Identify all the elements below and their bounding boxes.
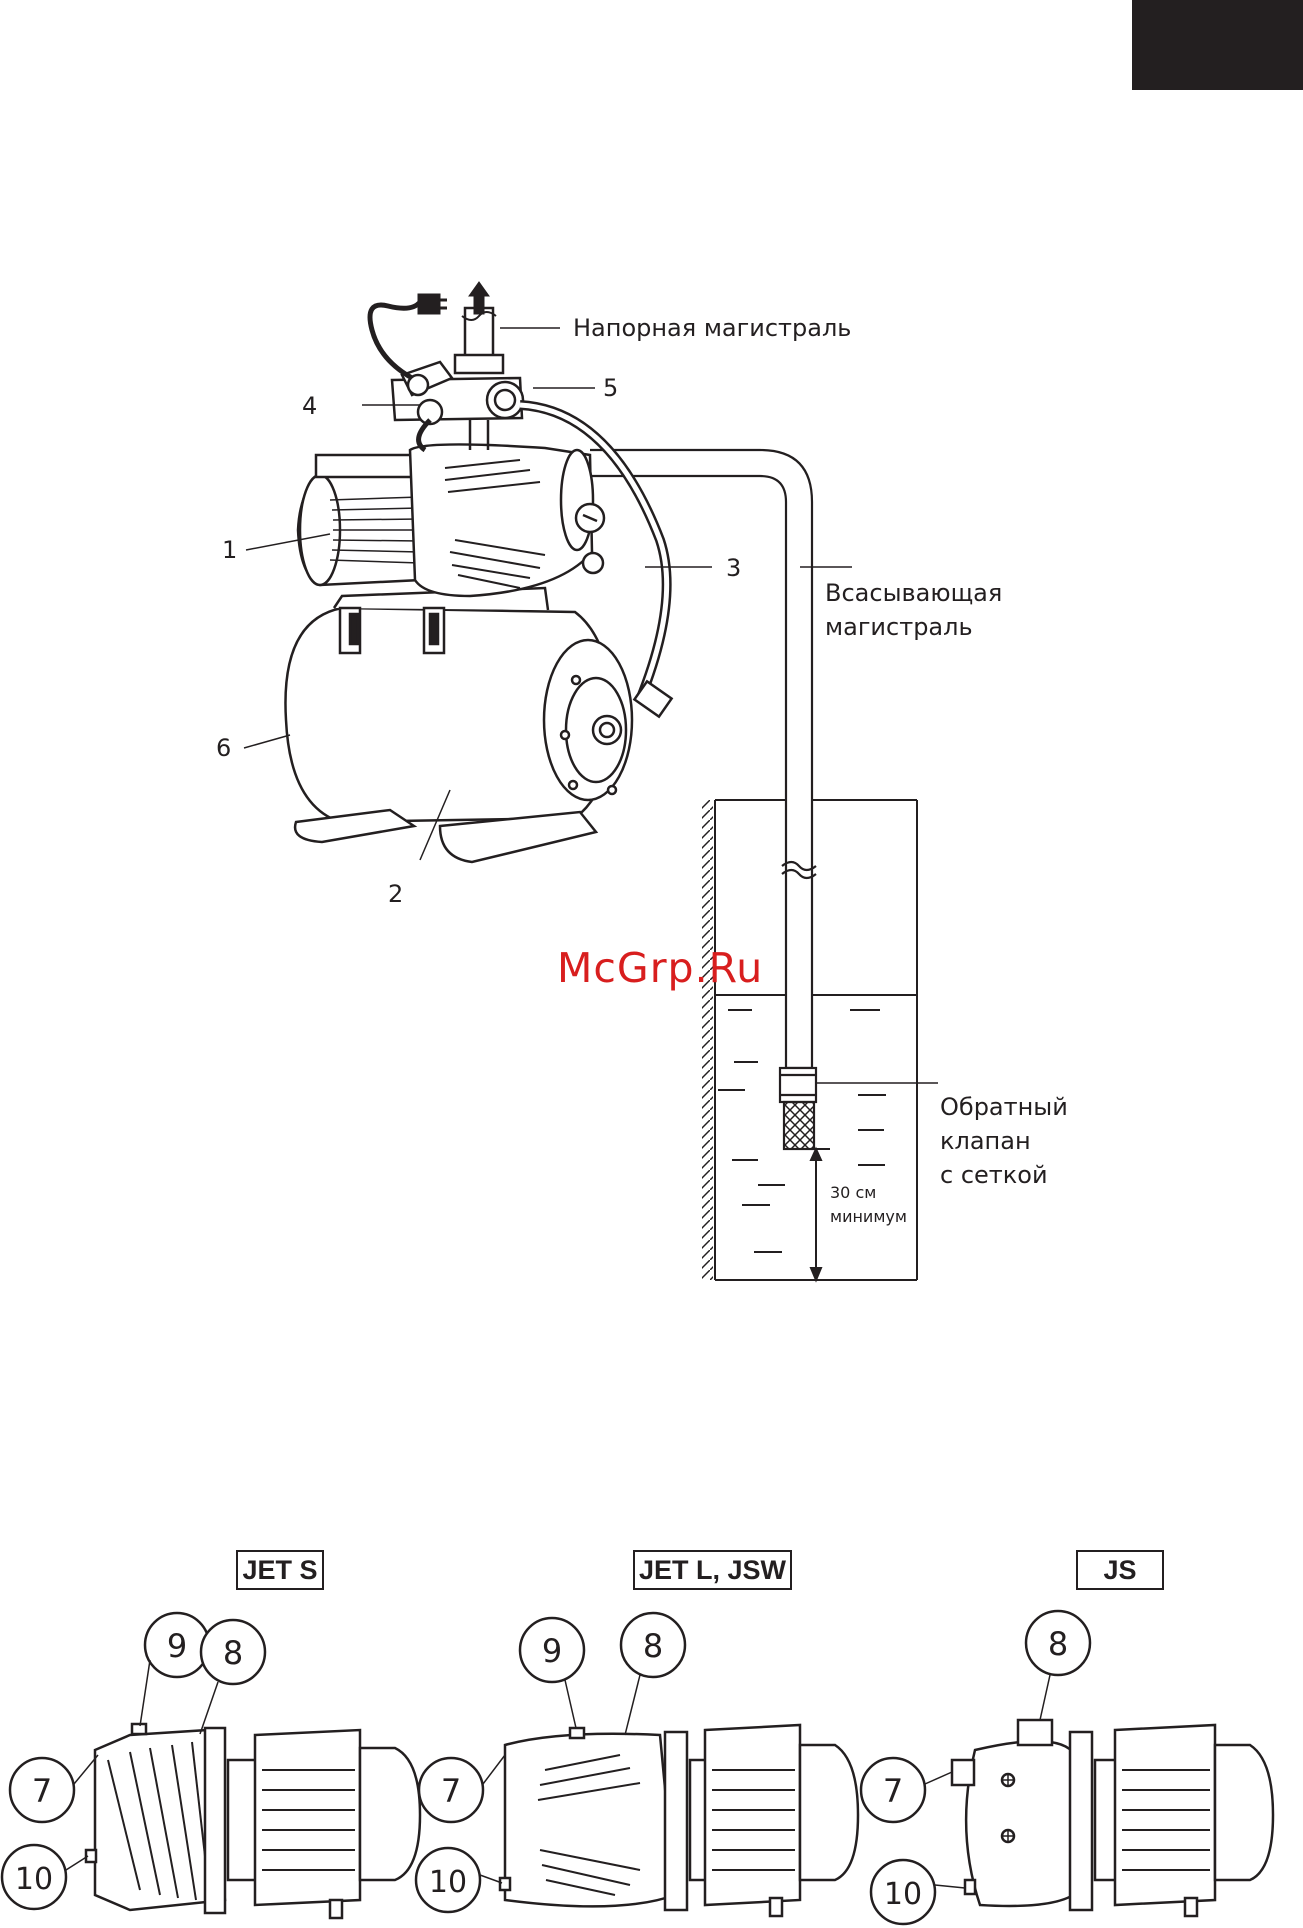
jet-s-callout-9: 9 [167, 1627, 187, 1665]
callout-5: 5 [603, 374, 618, 402]
check-valve-label-3: с сеткой [940, 1161, 1048, 1189]
js-callout-8: 8 [1048, 1625, 1068, 1663]
suction-line-label-2: магистраль [825, 613, 973, 641]
discharge-line-label: Напорная магистраль [573, 314, 851, 342]
depth-dimension [806, 1149, 830, 1280]
pump-js [952, 1720, 1273, 1916]
jet-l-callout-8: 8 [643, 1627, 663, 1665]
jet-s-callout-7: 7 [32, 1772, 52, 1810]
pressure-tank [285, 588, 632, 862]
depth-label-1: 30 см [830, 1183, 876, 1202]
jet-l-callout-9: 9 [542, 1632, 562, 1670]
jet-s-callout-10: 10 [15, 1862, 53, 1897]
check-valve-label-1: Обратный [940, 1093, 1068, 1121]
jet-s-callout-8: 8 [223, 1634, 243, 1672]
callout-1: 1 [222, 536, 237, 564]
js-callout-7: 7 [883, 1772, 903, 1810]
pump-jet-l-jsw [500, 1725, 858, 1916]
depth-label-2: минимум [830, 1207, 907, 1226]
suction-line-label-1: Всасывающая [825, 579, 1002, 607]
watermark: McGrp.Ru [557, 944, 763, 992]
jet-l-callout-7: 7 [441, 1772, 461, 1810]
pump-motor [298, 308, 604, 596]
js-callout-10: 10 [884, 1877, 922, 1912]
check-valve-label-2: клапан [940, 1127, 1031, 1155]
model-label-jet-s: JET S [236, 1550, 324, 1590]
callout-2: 2 [388, 880, 403, 908]
callout-3: 3 [726, 554, 741, 582]
model-label-js: JS [1076, 1550, 1164, 1590]
model-label-jet-l-jsw: JET L, JSW [633, 1550, 792, 1590]
callout-6: 6 [216, 734, 231, 762]
pump-jet-s [86, 1724, 420, 1918]
jet-l-callout-10: 10 [429, 1865, 467, 1900]
callout-4: 4 [302, 392, 317, 420]
